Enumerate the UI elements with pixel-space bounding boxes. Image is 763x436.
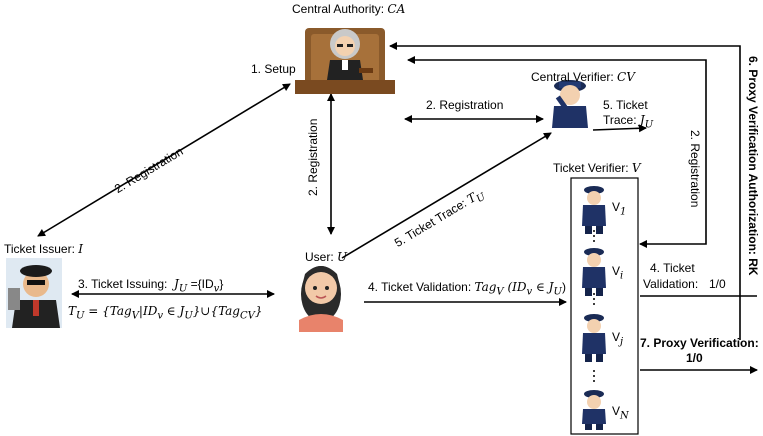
verifier-vi-label: Vi <box>612 264 624 282</box>
proxy-verification-line1: 7. Proxy Verification: <box>640 336 759 350</box>
ticket-issuing-label: 3. Ticket Issuing: JU ={IDv} <box>78 277 224 295</box>
arrow-registration-tv <box>407 56 707 248</box>
arrow-proxy-authorization <box>389 42 741 340</box>
verifier-figures <box>582 186 606 430</box>
proxy-authorization-label: 6. Proxy Verification Authorization: RK <box>746 56 760 276</box>
verifier-vj-label: Vj <box>612 330 624 348</box>
ticket-trace-cv-line2: Trace: JU <box>603 113 654 131</box>
user-label: User: U <box>305 250 348 264</box>
ticket-verifier-box <box>570 177 639 435</box>
proxy-verification-line2: 1/0 <box>686 351 703 365</box>
user-figure <box>299 266 343 332</box>
ticket-trace-cv-line1: 5. Ticket <box>603 98 648 112</box>
tv-validation-result: 1/0 <box>709 277 726 291</box>
setup-label: 1. Setup <box>251 62 296 76</box>
ticket-issuer-figure <box>6 258 62 328</box>
registration-user-label: 2. Registration <box>306 118 320 196</box>
tv-validation-line2: Validation: <box>643 277 699 291</box>
central-authority-label: Central Authority: CA <box>292 2 406 16</box>
registration-tv-label: 2. Registration <box>688 130 702 208</box>
central-verifier-label: Central Verifier: CV <box>531 70 635 84</box>
ticket-validation-label: 4. Ticket Validation: TagV (IDv ∈ JU) <box>368 280 566 298</box>
judge-figure <box>295 28 395 94</box>
verifier-vn-label: VN <box>612 404 629 422</box>
central-verifier-figure <box>552 80 588 128</box>
arrow-ticket-trace-user <box>341 132 552 259</box>
ticket-verifier-label: Ticket Verifier: V <box>553 161 641 175</box>
tv-validation-line1: 4. Ticket <box>650 261 695 275</box>
verifier-v1-label: V1 <box>612 200 627 218</box>
ticket-issuer-label: Ticket Issuer: I <box>4 242 83 256</box>
registration-cv-label: 2. Registration <box>426 98 504 112</box>
arrow-registration-issuer <box>37 83 291 237</box>
verifier-dots <box>593 230 595 382</box>
tu-equation-label: TU = {TagV|IDv ∈ JU}∪{TagCV} <box>68 304 263 322</box>
